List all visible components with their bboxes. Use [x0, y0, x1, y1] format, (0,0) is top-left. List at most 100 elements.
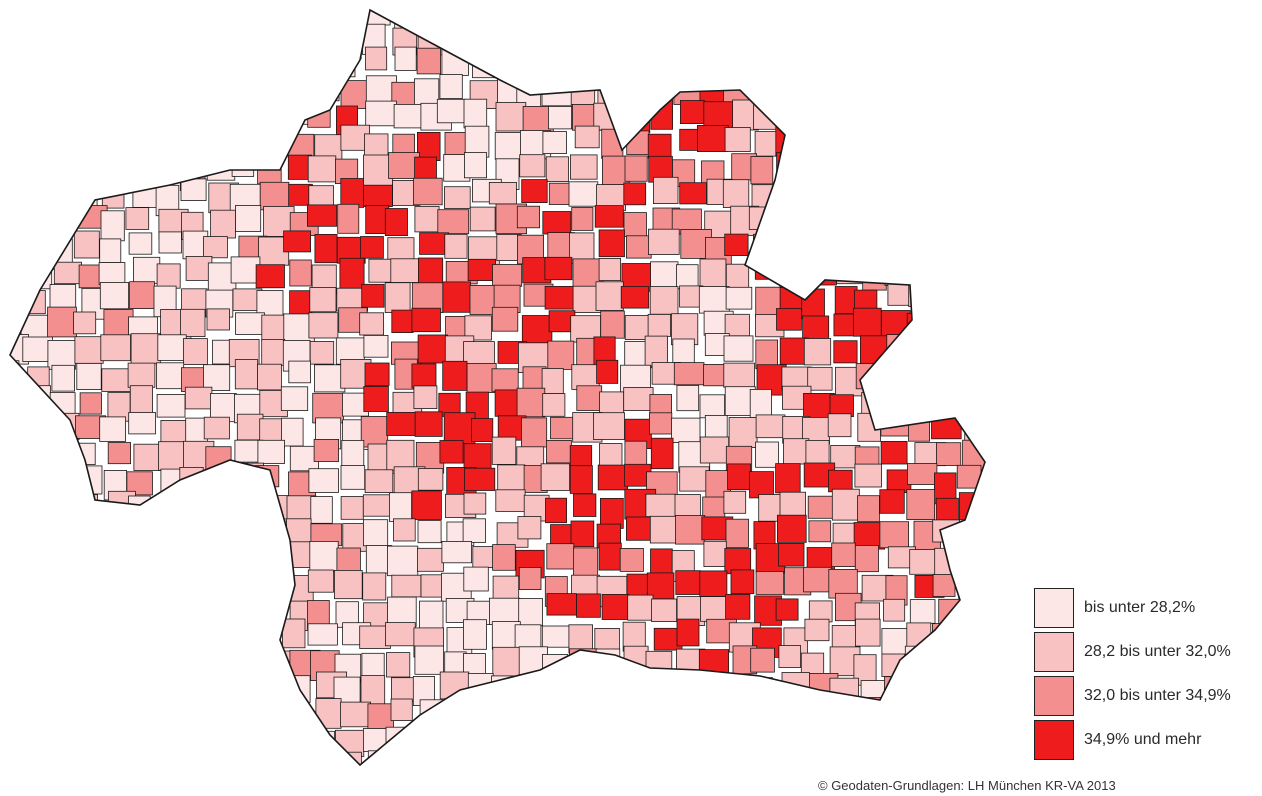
district-cell — [489, 21, 516, 54]
district-cell — [935, 98, 959, 129]
district-cell — [21, 725, 46, 751]
district-cell — [698, 649, 729, 673]
district-cell — [126, 471, 153, 496]
district-cell — [283, 705, 308, 734]
district-cell — [10, 203, 27, 228]
district-cell — [879, 489, 905, 514]
district-cell — [411, 758, 442, 765]
district-cell — [387, 752, 418, 765]
district-cell — [25, 10, 57, 24]
district-cell — [134, 127, 163, 156]
district-cell — [180, 521, 208, 553]
district-cell — [315, 698, 342, 729]
district-cell — [360, 236, 384, 259]
district-cell — [159, 158, 182, 181]
district-cell — [257, 624, 281, 652]
district-cell — [939, 700, 966, 727]
district-cell — [722, 179, 750, 208]
district-cell — [466, 362, 497, 393]
district-cell — [75, 520, 105, 550]
district-cell — [463, 152, 487, 179]
district-cell — [779, 182, 811, 206]
district-cell — [340, 465, 366, 490]
district-cell — [570, 520, 595, 548]
district-cell — [965, 648, 985, 675]
district-cell — [100, 210, 125, 242]
district-cell — [316, 778, 344, 796]
district-cell — [829, 677, 859, 702]
district-cell — [934, 647, 957, 678]
district-cell — [100, 672, 124, 699]
district-cell — [159, 78, 187, 108]
district-cell — [10, 443, 30, 474]
district-cell — [289, 259, 312, 287]
district-cell — [281, 731, 312, 762]
district-cell — [645, 493, 676, 518]
district-cell — [462, 619, 487, 650]
district-cell — [697, 125, 729, 153]
district-cell — [160, 706, 188, 731]
district-cell — [101, 131, 126, 163]
district-cell — [598, 229, 625, 258]
district-cell — [884, 159, 909, 188]
district-cell — [184, 568, 212, 596]
district-cell — [10, 108, 24, 137]
district-cell — [515, 10, 547, 27]
district-cell — [30, 413, 59, 445]
district-cell — [391, 309, 414, 334]
district-cell — [10, 10, 23, 25]
district-cell — [107, 106, 133, 137]
district-cell — [853, 307, 882, 337]
district-cell — [129, 385, 154, 414]
district-cell — [130, 547, 153, 572]
district-cell — [937, 364, 963, 395]
district-cell — [754, 256, 786, 280]
district-cell — [833, 180, 864, 205]
district-cell — [568, 698, 593, 731]
district-cell — [386, 545, 419, 577]
legend-item-class-3: 32,0 bis unter 34,9% — [1034, 674, 1260, 718]
district-cell — [463, 492, 487, 515]
district-cell — [853, 23, 880, 51]
district-cell — [545, 156, 569, 183]
district-cell — [10, 360, 20, 391]
district-cell — [650, 437, 674, 470]
district-cell — [673, 362, 705, 386]
district-cell — [573, 547, 599, 577]
district-cell — [206, 308, 230, 331]
district-cell — [257, 153, 282, 185]
district-cell — [104, 545, 129, 569]
district-cell — [74, 336, 104, 364]
district-cell — [881, 232, 905, 255]
district-cell — [546, 543, 575, 570]
district-cell — [991, 728, 1016, 753]
district-cell — [906, 489, 935, 521]
district-cell — [857, 495, 880, 522]
district-cell — [206, 10, 229, 30]
district-cell — [576, 385, 603, 411]
district-cell — [51, 364, 75, 392]
district-cell — [546, 439, 572, 464]
district-cell — [939, 754, 964, 765]
district-cell — [158, 231, 182, 254]
district-cell — [50, 722, 80, 747]
district-cell — [987, 516, 1009, 543]
district-cell — [803, 725, 832, 749]
district-cell — [828, 156, 856, 179]
district-cell — [963, 50, 985, 80]
district-cell — [570, 24, 602, 55]
district-cell — [386, 411, 418, 436]
district-cell — [883, 598, 906, 622]
district-cell — [568, 676, 598, 703]
district-cell — [906, 312, 932, 345]
district-cell — [47, 73, 79, 104]
district-cell — [488, 47, 514, 75]
district-cell — [27, 778, 49, 796]
city-boundary — [9, 8, 986, 767]
district-cell — [206, 670, 234, 702]
district-cell — [592, 10, 623, 31]
district-cell — [308, 312, 339, 339]
district-cell — [283, 230, 312, 253]
district-cell — [337, 203, 360, 234]
district-cell — [186, 542, 215, 568]
